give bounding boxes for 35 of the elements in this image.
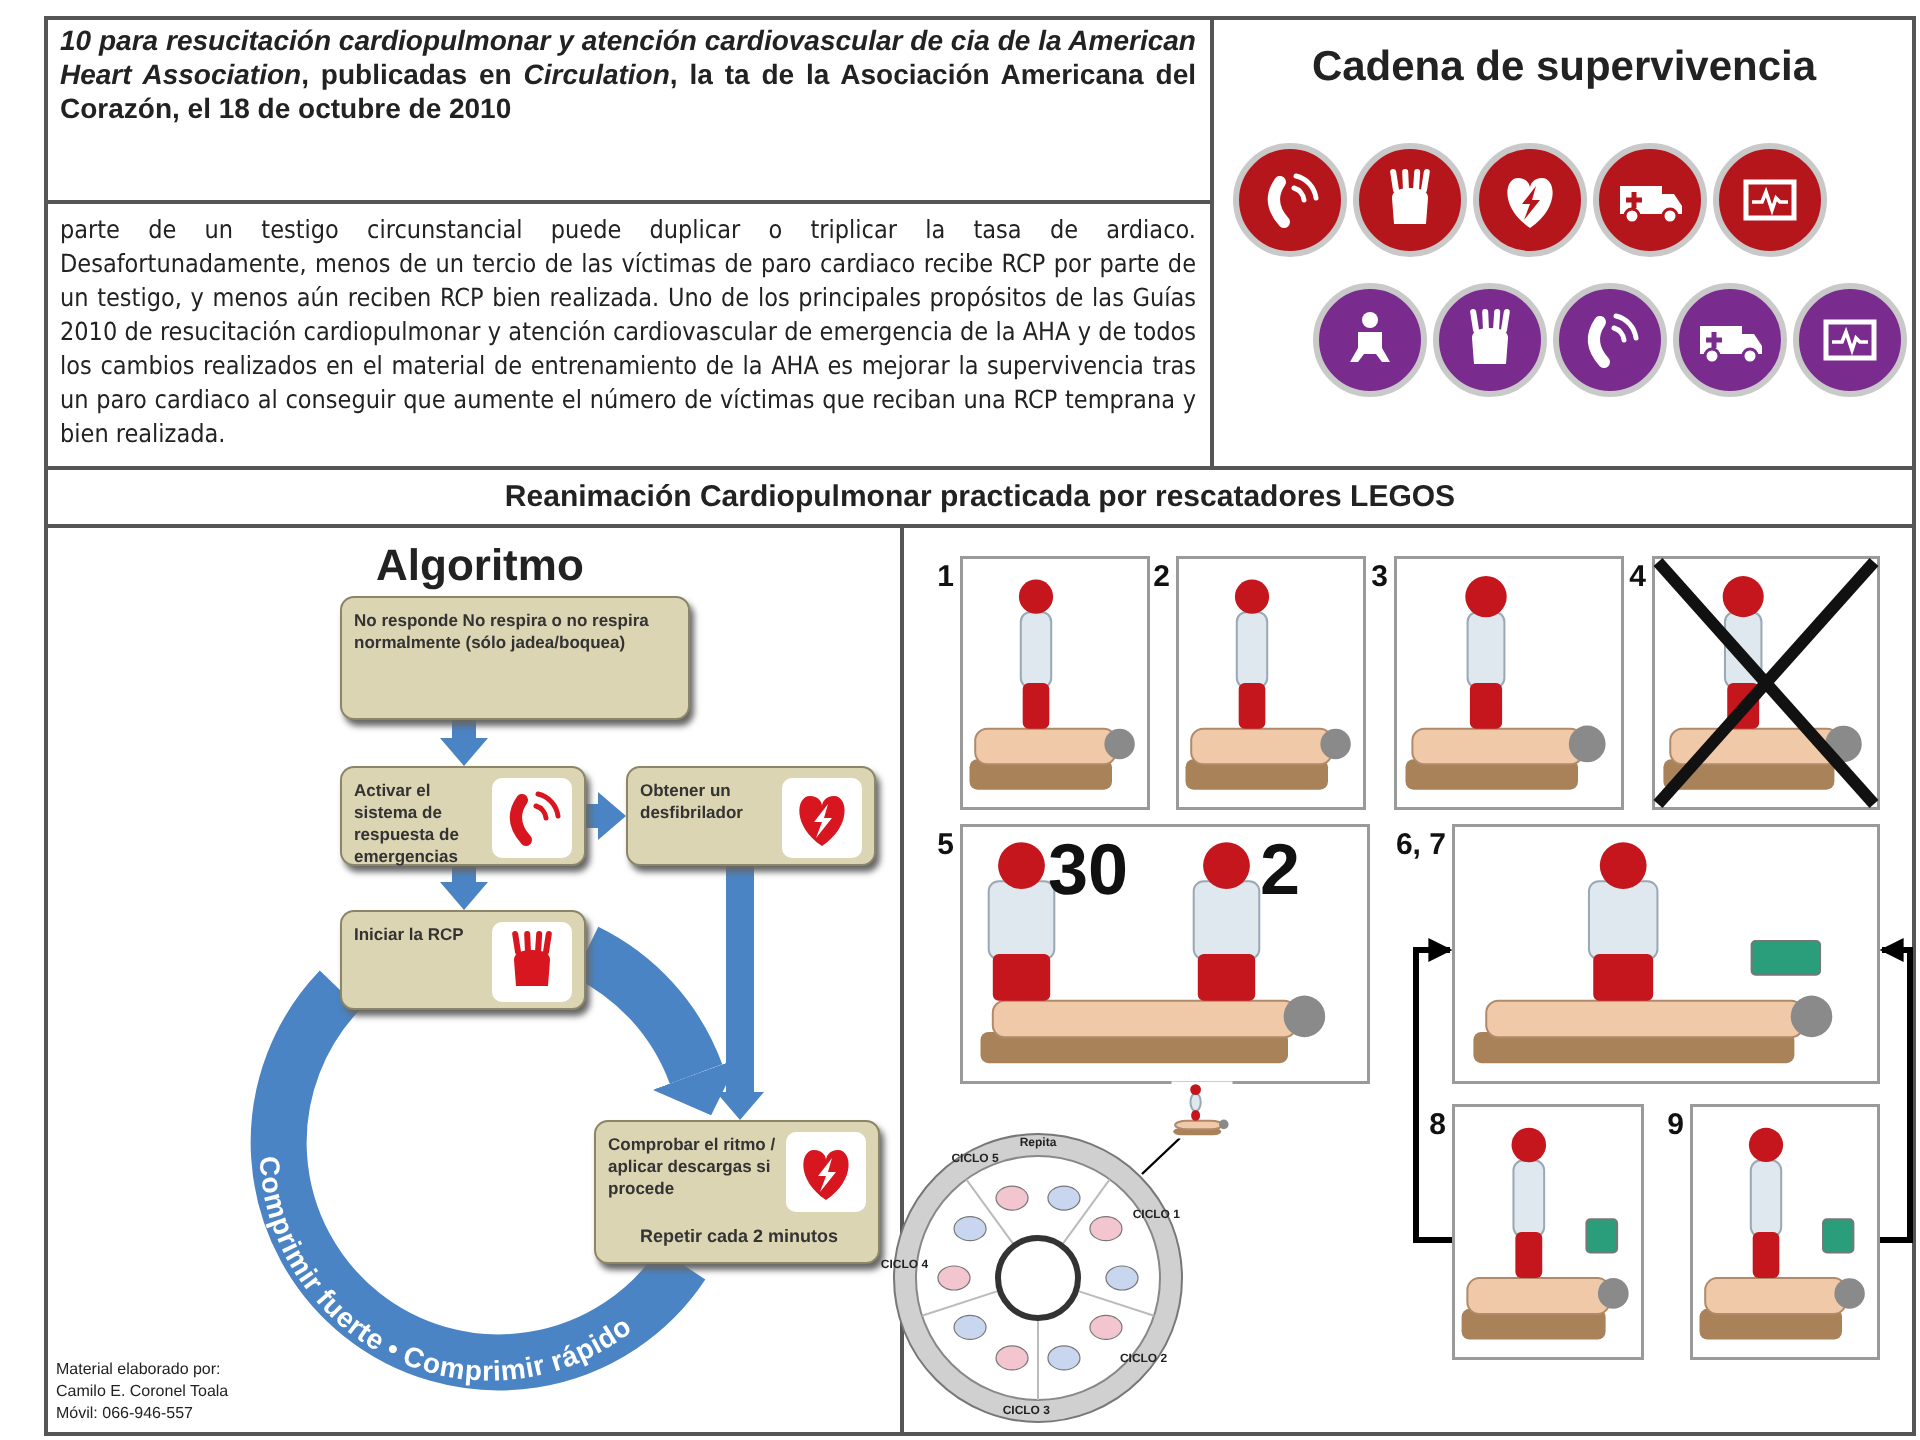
- step-text: Comprobar el ritmo / aplicar descargas si procede: [608, 1134, 778, 1200]
- section-heading: Cadena de supervivencia: [1309, 44, 1819, 92]
- step-text: Iniciar la RCP: [354, 924, 466, 946]
- credit-text: Camilo E. Coronel Toala: [56, 1382, 231, 1400]
- step-text: Obtener un desfibrilador: [640, 780, 745, 824]
- step-number: 5: [935, 828, 954, 862]
- process-box: [340, 596, 690, 720]
- process-box: [626, 766, 876, 866]
- step-number: 4: [1627, 560, 1646, 594]
- credit-text: Móvil: 066-946-557: [56, 1404, 195, 1422]
- arrow: [586, 792, 626, 840]
- step-text: Repetir cada 2 minutos: [637, 1226, 841, 1246]
- process-box: [594, 1120, 880, 1264]
- section-heading: Algoritmo: [376, 540, 586, 592]
- intro-paragraph: parte de un testigo circunstancial puede duplicar o triplicar la tasa de ardiaco. Desafortunadamente, menos de un tercio de las víctimas de paro cardiaco recibe RCP por parte de un testigo, y menos aún reciben RCP bien realizada. Uno de los principales propósitos de las Guías 2010 de resucitación cardiopulmonar y atención cardiovascular de emergencia de la AHA y de todos los cambios realizados en el material de entrenamiento de la AHA es mejorar la supervivencia tras un paro cardiaco al conseguir que aumente el número de víctimas que reciban una RCP temprana y bien realizada.: [60, 212, 1196, 450]
- arrow: [1413, 938, 1453, 1243]
- arrow: [440, 720, 488, 766]
- arrow: [1879, 938, 1913, 1243]
- step-text: No responde No respira o no respira normalmente (sólo jadea/boquea): [354, 610, 651, 654]
- repetition-count: 2: [1260, 828, 1301, 912]
- repetition-count: 30: [1048, 828, 1129, 912]
- step-number: 3: [1369, 560, 1388, 594]
- process-box: [340, 910, 586, 1010]
- step-number: 2: [1151, 560, 1170, 594]
- arrow: [440, 866, 488, 910]
- step-text: Activar el sistema de respuesta de emergencias: [354, 780, 461, 868]
- step-number: 6, 7: [1393, 828, 1446, 862]
- step-number: 9: [1665, 1108, 1684, 1142]
- leader-line: [1141, 1137, 1181, 1175]
- step-number: 8: [1427, 1108, 1446, 1142]
- arrow: [716, 866, 764, 1120]
- section-heading: Reanimación Cardiopulmonar practicada por rescatadores LEGOS: [502, 480, 1458, 514]
- step-number: 1: [935, 560, 954, 594]
- process-box: [340, 766, 586, 866]
- citation-text: 10 para resucitación cardiopulmonar y atención cardiovascular de cia de la American Heart Association, publicadas en Circulation, la ta de la Asociación Americana del Corazón, el 18 de octubre de 2010: [60, 24, 1196, 126]
